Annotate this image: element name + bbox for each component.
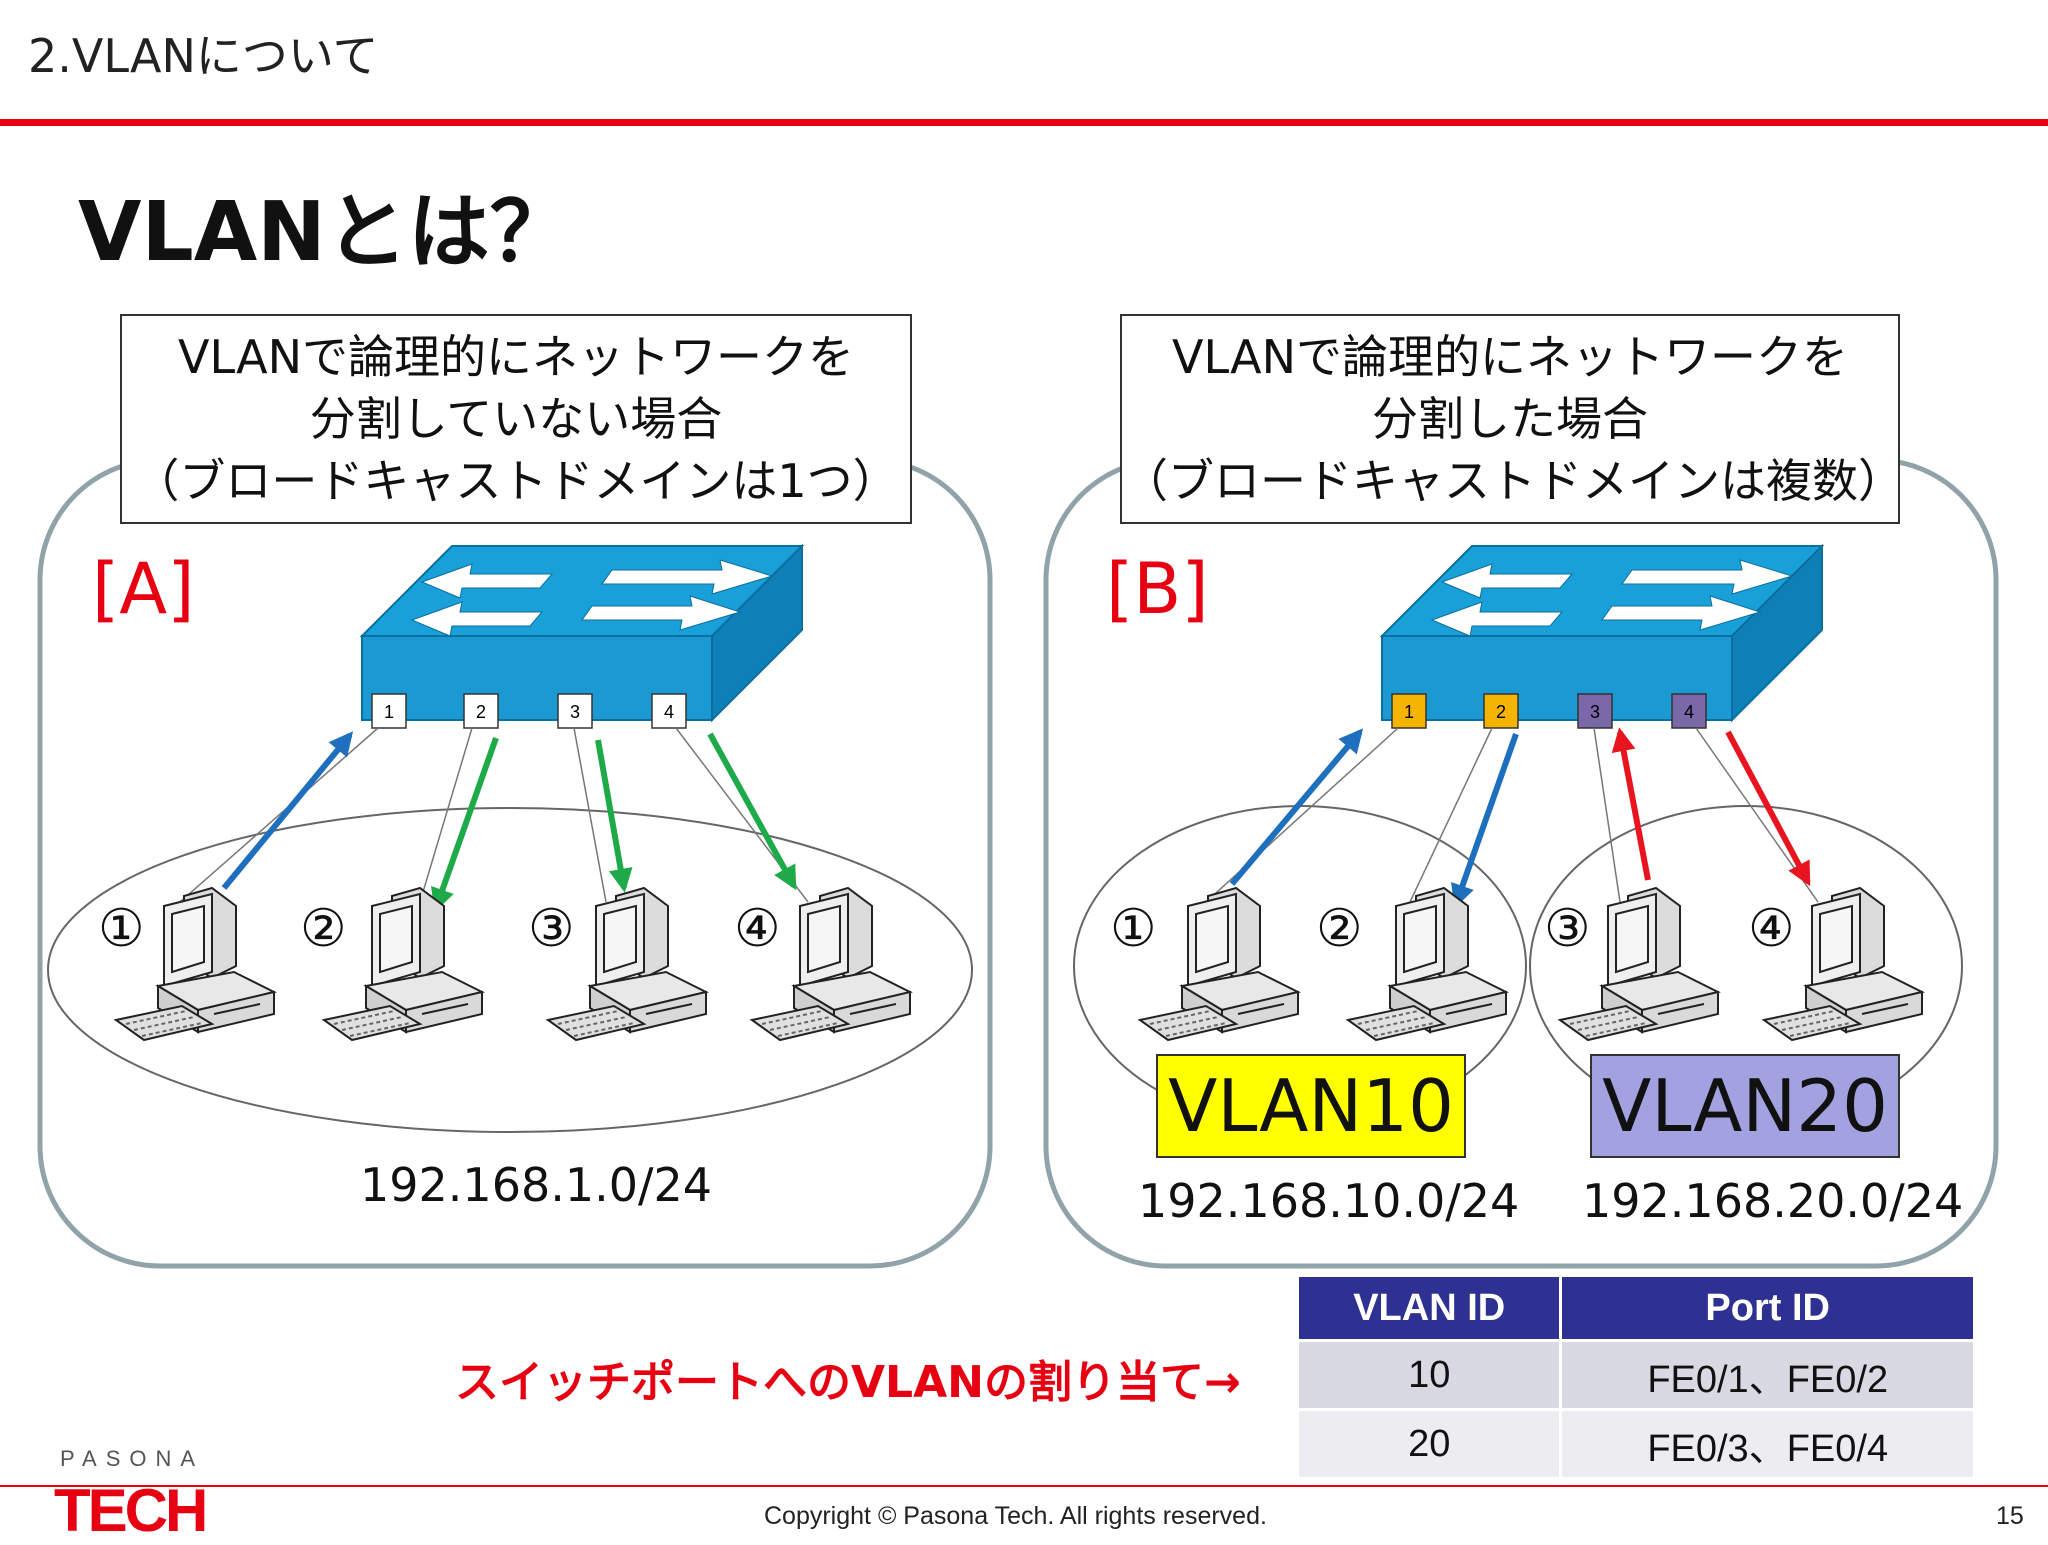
diagram-a-caption: VLANで論理的にネットワークを 分割していない場合 （ブロードキャストドメイン… bbox=[120, 314, 912, 524]
port-b-2 bbox=[1483, 693, 1519, 729]
header-port-id: Port ID bbox=[1562, 1277, 1973, 1339]
diagram-a-caption-line-1: VLANで論理的にネットワークを bbox=[177, 330, 855, 384]
page-title: VLANとは？ bbox=[78, 185, 572, 280]
header-vlan-id: VLAN ID bbox=[1299, 1277, 1560, 1339]
pc-b-2-number: ② bbox=[1316, 899, 1363, 959]
arrow-b-3 bbox=[1611, 727, 1651, 881]
diagram-a-subnet: 192.168.1.0/24 bbox=[360, 1158, 713, 1212]
vlan-assignment-label: スイッチポートへのVLANの割り当て→ bbox=[455, 1357, 1241, 1408]
arrow-a-3 bbox=[595, 739, 633, 893]
vlan10-subnet: 192.168.10.0/24 bbox=[1138, 1174, 1520, 1228]
pc-a-2-number: ② bbox=[300, 899, 347, 959]
port-a-1-label: 1 bbox=[384, 702, 394, 722]
header-divider bbox=[0, 119, 2048, 126]
port-a-2 bbox=[463, 693, 499, 729]
port-a-2-label: 2 bbox=[476, 702, 486, 722]
arrow-b-2 bbox=[1451, 733, 1519, 909]
diagram-a-caption-line-3: （ブロードキャストドメインは1つ） bbox=[133, 454, 899, 508]
vlan20-label: VLAN20 bbox=[1590, 1054, 1900, 1158]
vlan-assignment-table: VLAN ID Port ID 10 FE0/1、FE0/2 20 FE0/3、… bbox=[1296, 1274, 1976, 1480]
port-b-4-label: 4 bbox=[1684, 702, 1694, 722]
switch-b-ports: 1 2 3 4 bbox=[1391, 693, 1707, 729]
diagram-b-caption-line-1: VLANで論理的にネットワークを bbox=[1171, 330, 1849, 384]
pc-b-3-number: ③ bbox=[1544, 899, 1591, 959]
cell-vlan-id: 20 bbox=[1299, 1411, 1560, 1477]
broadcast-domain-ellipse bbox=[47, 807, 973, 1133]
arrow-a-4 bbox=[707, 732, 797, 891]
logo-wordmark-top: PASONA bbox=[60, 1446, 205, 1471]
diagram-a-tag: [A] bbox=[92, 548, 195, 630]
port-a-1 bbox=[371, 693, 407, 729]
port-a-4-label: 4 bbox=[664, 702, 674, 722]
logo-wordmark-main: TECH bbox=[54, 1477, 208, 1544]
cell-port-id: FE0/3、FE0/4 bbox=[1562, 1411, 1973, 1477]
vlan20-subnet: 192.168.20.0/24 bbox=[1582, 1174, 1964, 1228]
arrow-a-1 bbox=[221, 731, 354, 890]
footer-divider bbox=[0, 1485, 2048, 1487]
diagram-b-caption: VLANで論理的にネットワークを 分割した場合 （ブロードキャストドメインは複数… bbox=[1120, 314, 1904, 524]
table-row: 10 FE0/1、FE0/2 bbox=[1299, 1342, 1973, 1408]
pc-b-1-number: ① bbox=[1110, 899, 1157, 959]
port-b-1 bbox=[1391, 693, 1427, 729]
arrow-b-1 bbox=[1229, 728, 1364, 886]
arrow-a-2 bbox=[431, 737, 499, 913]
cell-port-id: FE0/1、FE0/2 bbox=[1562, 1342, 1973, 1408]
diagram-b-tag: [B] bbox=[1106, 548, 1209, 630]
pc-b-4-number: ④ bbox=[1748, 899, 1795, 959]
pc-a-3-number: ③ bbox=[528, 899, 575, 959]
arrow-b-4 bbox=[1725, 730, 1811, 887]
diagram-b-caption-line-2: 分割した場合 bbox=[1372, 392, 1648, 446]
vlan10-label: VLAN10 bbox=[1156, 1054, 1466, 1158]
table-row: 20 FE0/3、FE0/4 bbox=[1299, 1411, 1973, 1477]
port-b-3-label: 3 bbox=[1590, 702, 1600, 722]
port-b-3 bbox=[1577, 693, 1613, 729]
port-a-4 bbox=[651, 693, 687, 729]
pc-a-4-number: ④ bbox=[734, 899, 781, 959]
diagram-a-caption-line-2: 分割していない場合 bbox=[309, 392, 723, 446]
port-b-4 bbox=[1671, 693, 1707, 729]
port-a-3-label: 3 bbox=[570, 702, 580, 722]
cell-vlan-id: 10 bbox=[1299, 1342, 1560, 1408]
table-header-row: VLAN ID Port ID bbox=[1299, 1277, 1973, 1339]
port-a-3 bbox=[557, 693, 593, 729]
section-title: 2.VLANについて bbox=[28, 29, 379, 83]
port-b-1-label: 1 bbox=[1404, 702, 1414, 722]
pc-a-1-number: ① bbox=[98, 899, 145, 959]
port-b-2-label: 2 bbox=[1496, 702, 1506, 722]
diagram-b-caption-line-3: （ブロードキャストドメインは複数） bbox=[1122, 454, 1904, 508]
page-number: 15 bbox=[1996, 1502, 2024, 1530]
copyright-notice: Copyright © Pasona Tech. All rights rese… bbox=[764, 1502, 1267, 1530]
switch-a-ports: 1 2 3 4 bbox=[371, 693, 687, 729]
